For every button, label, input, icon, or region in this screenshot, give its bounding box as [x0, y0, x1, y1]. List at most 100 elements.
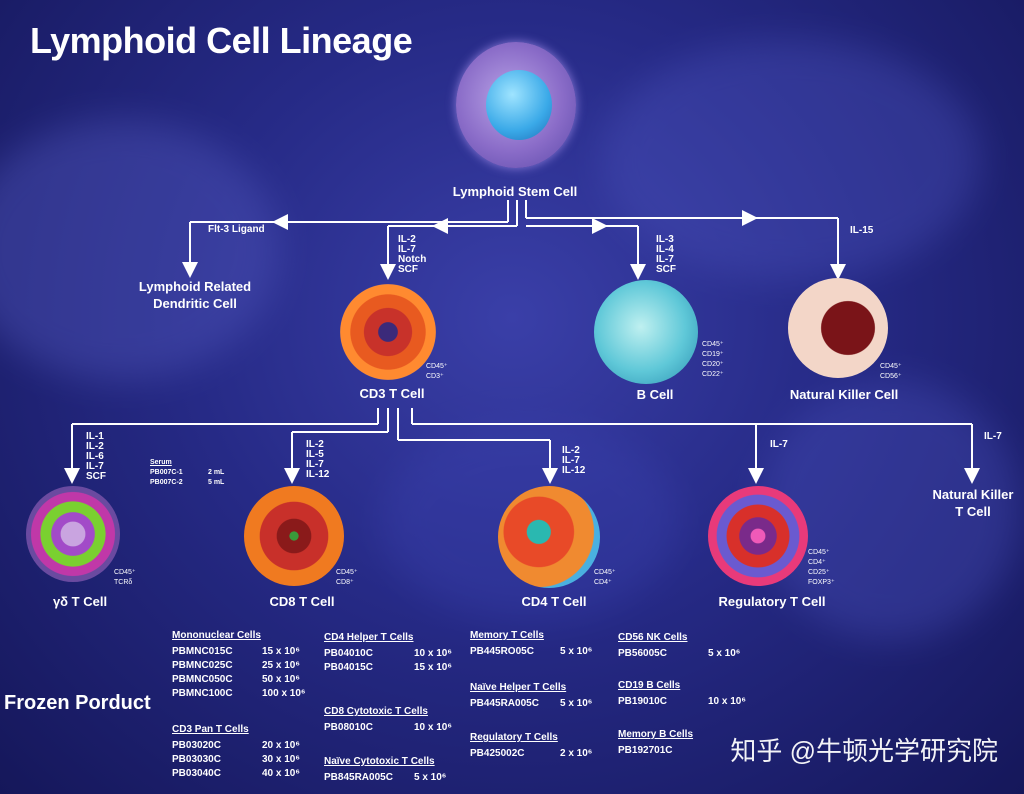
frozen-product-title: Frozen Porduct — [4, 692, 151, 714]
product-heading: CD19 B Cells — [618, 680, 681, 691]
product-code: PB19010C — [618, 696, 667, 707]
product-qty: 40 x 10⁶ — [262, 768, 300, 779]
product-qty: 15 x 10⁶ — [262, 646, 300, 657]
natural-killer-cell-graphic — [788, 278, 888, 378]
product-heading: CD56 NK Cells — [618, 632, 688, 643]
product-code: PB445RA005C — [470, 698, 539, 709]
label-cd4-t-cell: CD4 T Cell — [521, 594, 587, 609]
serum-code: PB007C-2 — [150, 479, 183, 486]
factor-cd3: IL-2 IL-7 Notch SCF — [398, 234, 427, 275]
product-code: PB08010C — [324, 722, 373, 733]
product-qty: 5 x 10⁶ — [560, 646, 593, 657]
product-heading: Naïve Cytotoxic T Cells — [324, 756, 435, 767]
product-code: PB425002C — [470, 748, 525, 759]
product-code: PB03020C — [172, 740, 221, 751]
markers-cd8: CD45⁺ CD8⁺ — [336, 569, 358, 586]
serum-heading: Serum — [150, 459, 172, 466]
product-row: PB19010C 10 x 10⁶ — [618, 695, 746, 709]
background-shape — [600, 40, 980, 280]
factor-bcell: IL-3 IL-4 IL-7 SCF — [656, 234, 676, 275]
label-regulatory-t-cell: Regulatory T Cell — [718, 594, 826, 609]
product-code: PB445RO05C — [470, 646, 534, 657]
product-heading: Memory T Cells — [470, 630, 544, 641]
cd8-t-cell-graphic — [244, 486, 344, 586]
product-qty: 20 x 10⁶ — [262, 740, 300, 751]
factor-cd4: IL-2 IL-7 IL-12 — [562, 445, 586, 476]
product-heading: CD4 Helper T Cells — [324, 632, 414, 643]
label-natural-killer-cell: Natural Killer Cell — [789, 387, 899, 402]
page-title: Lymphoid Cell Lineage — [30, 20, 413, 61]
label-cd3-t-cell: CD3 T Cell — [359, 386, 425, 401]
product-qty: 2 x 10⁶ — [560, 748, 593, 759]
b-cell-graphic — [594, 280, 698, 384]
product-heading: CD3 Pan T Cells — [172, 724, 249, 735]
watermark-text: 知乎 @牛顿光学研究院 — [730, 736, 998, 766]
product-group-memory-b: Memory B Cells PB192701C — [618, 729, 708, 758]
product-qty: 5 x 10⁶ — [708, 648, 741, 659]
product-code: PB192701C — [618, 745, 673, 756]
product-heading: Regulatory T Cells — [470, 732, 558, 743]
factor-nkt: IL-7 — [984, 431, 1002, 442]
product-group-regulatory: Regulatory T Cells PB425002C 2 x 10⁶ — [470, 732, 592, 761]
product-code: PB845RA005C — [324, 772, 393, 783]
product-group-naive-cytotoxic: Naïve Cytotoxic T Cells PB845RA005C 5 x 1… — [324, 756, 446, 785]
product-qty: 10 x 10⁶ — [414, 722, 452, 733]
markers-treg: CD45⁺ CD4⁺ CD25⁺ FOXP3⁺ — [808, 549, 835, 586]
product-row: PB192701C — [618, 744, 708, 758]
markers-nk: CD45⁺ CD56⁺ — [880, 363, 902, 380]
product-code: PBMNC100C — [172, 688, 233, 699]
serum-volume: 5 mL — [208, 479, 225, 486]
cd3-t-cell-graphic — [340, 284, 436, 380]
product-row: PBMNC100C 100 x 10⁶ — [172, 687, 306, 701]
markers-bcell: CD45⁺ CD19⁺ CD20⁺ CD22⁺ — [702, 341, 724, 378]
factor-nk: IL-15 — [850, 225, 874, 236]
background-shape — [0, 120, 280, 380]
product-row: PB425002C 2 x 10⁶ — [470, 747, 592, 761]
factor-cd8: IL-2 IL-5 IL-7 IL-12 — [306, 439, 330, 480]
product-row: PB56005C 5 x 10⁶ — [618, 647, 740, 661]
product-row: PB03020C 20 x 10⁶ — [172, 739, 300, 753]
markers-cd3: CD45⁺ CD3⁺ — [426, 363, 448, 380]
product-qty: 15 x 10⁶ — [414, 662, 452, 673]
product-group-memory-t: Memory T Cells PB445RO05C 5 x 10⁶ — [470, 630, 592, 659]
product-qty: 10 x 10⁶ — [708, 696, 746, 707]
product-code: PB04015C — [324, 662, 373, 673]
label-dendritic-cell: Lymphoid Related Dendritic Cell — [138, 279, 252, 311]
product-row: PB04015C 15 x 10⁶ — [324, 661, 452, 675]
product-heading: Naïve Helper T Cells — [470, 682, 567, 693]
product-code: PB56005C — [618, 648, 667, 659]
product-code: PBMNC015C — [172, 646, 233, 657]
label-cd8-t-cell: CD8 T Cell — [269, 594, 335, 609]
product-row: PBMNC015C 15 x 10⁶ — [172, 645, 306, 659]
gamma-delta-t-cell-graphic — [26, 486, 120, 582]
serum-code: PB007C-1 — [150, 469, 183, 476]
product-qty: 50 x 10⁶ — [262, 674, 300, 685]
markers-cd4: CD45⁺ CD4⁺ — [594, 569, 616, 586]
product-code: PB04010C — [324, 648, 373, 659]
product-row: PB845RA005C 5 x 10⁶ — [324, 771, 446, 785]
product-code: PBMNC050C — [172, 674, 233, 685]
product-qty: 5 x 10⁶ — [560, 698, 593, 709]
factor-flt3: Flt-3 Ligand — [208, 224, 265, 235]
product-qty: 100 x 10⁶ — [262, 688, 306, 699]
product-qty: 25 x 10⁶ — [262, 660, 300, 671]
serum-volume: 2 mL — [208, 469, 225, 476]
factor-gd: IL-1 IL-2 IL-6 IL-7 SCF — [86, 431, 106, 482]
product-group-naive-helper: Naïve Helper T Cells PB445RA005C 5 x 10⁶ — [470, 682, 592, 711]
product-row: PB08010C 10 x 10⁶ — [324, 721, 452, 735]
factor-treg: IL-7 — [770, 439, 788, 450]
product-group-cd56-nk: CD56 NK Cells PB56005C 5 x 10⁶ — [618, 632, 740, 661]
product-group-cd19-b: CD19 B Cells PB19010C 10 x 10⁶ — [618, 680, 746, 709]
product-code: PBMNC025C — [172, 660, 233, 671]
product-heading: Mononuclear Cells — [172, 630, 261, 641]
product-code: PB03030C — [172, 754, 221, 765]
label-gd-t-cell: γδ T Cell — [52, 594, 108, 609]
label-b-cell: B Cell — [636, 387, 674, 402]
product-qty: 10 x 10⁶ — [414, 648, 452, 659]
product-qty: 5 x 10⁶ — [414, 772, 447, 783]
product-row: PB445RA005C 5 x 10⁶ — [470, 697, 592, 711]
product-row: PB445RO05C 5 x 10⁶ — [470, 645, 592, 659]
lymphoid-stem-cell-graphic — [456, 42, 576, 168]
